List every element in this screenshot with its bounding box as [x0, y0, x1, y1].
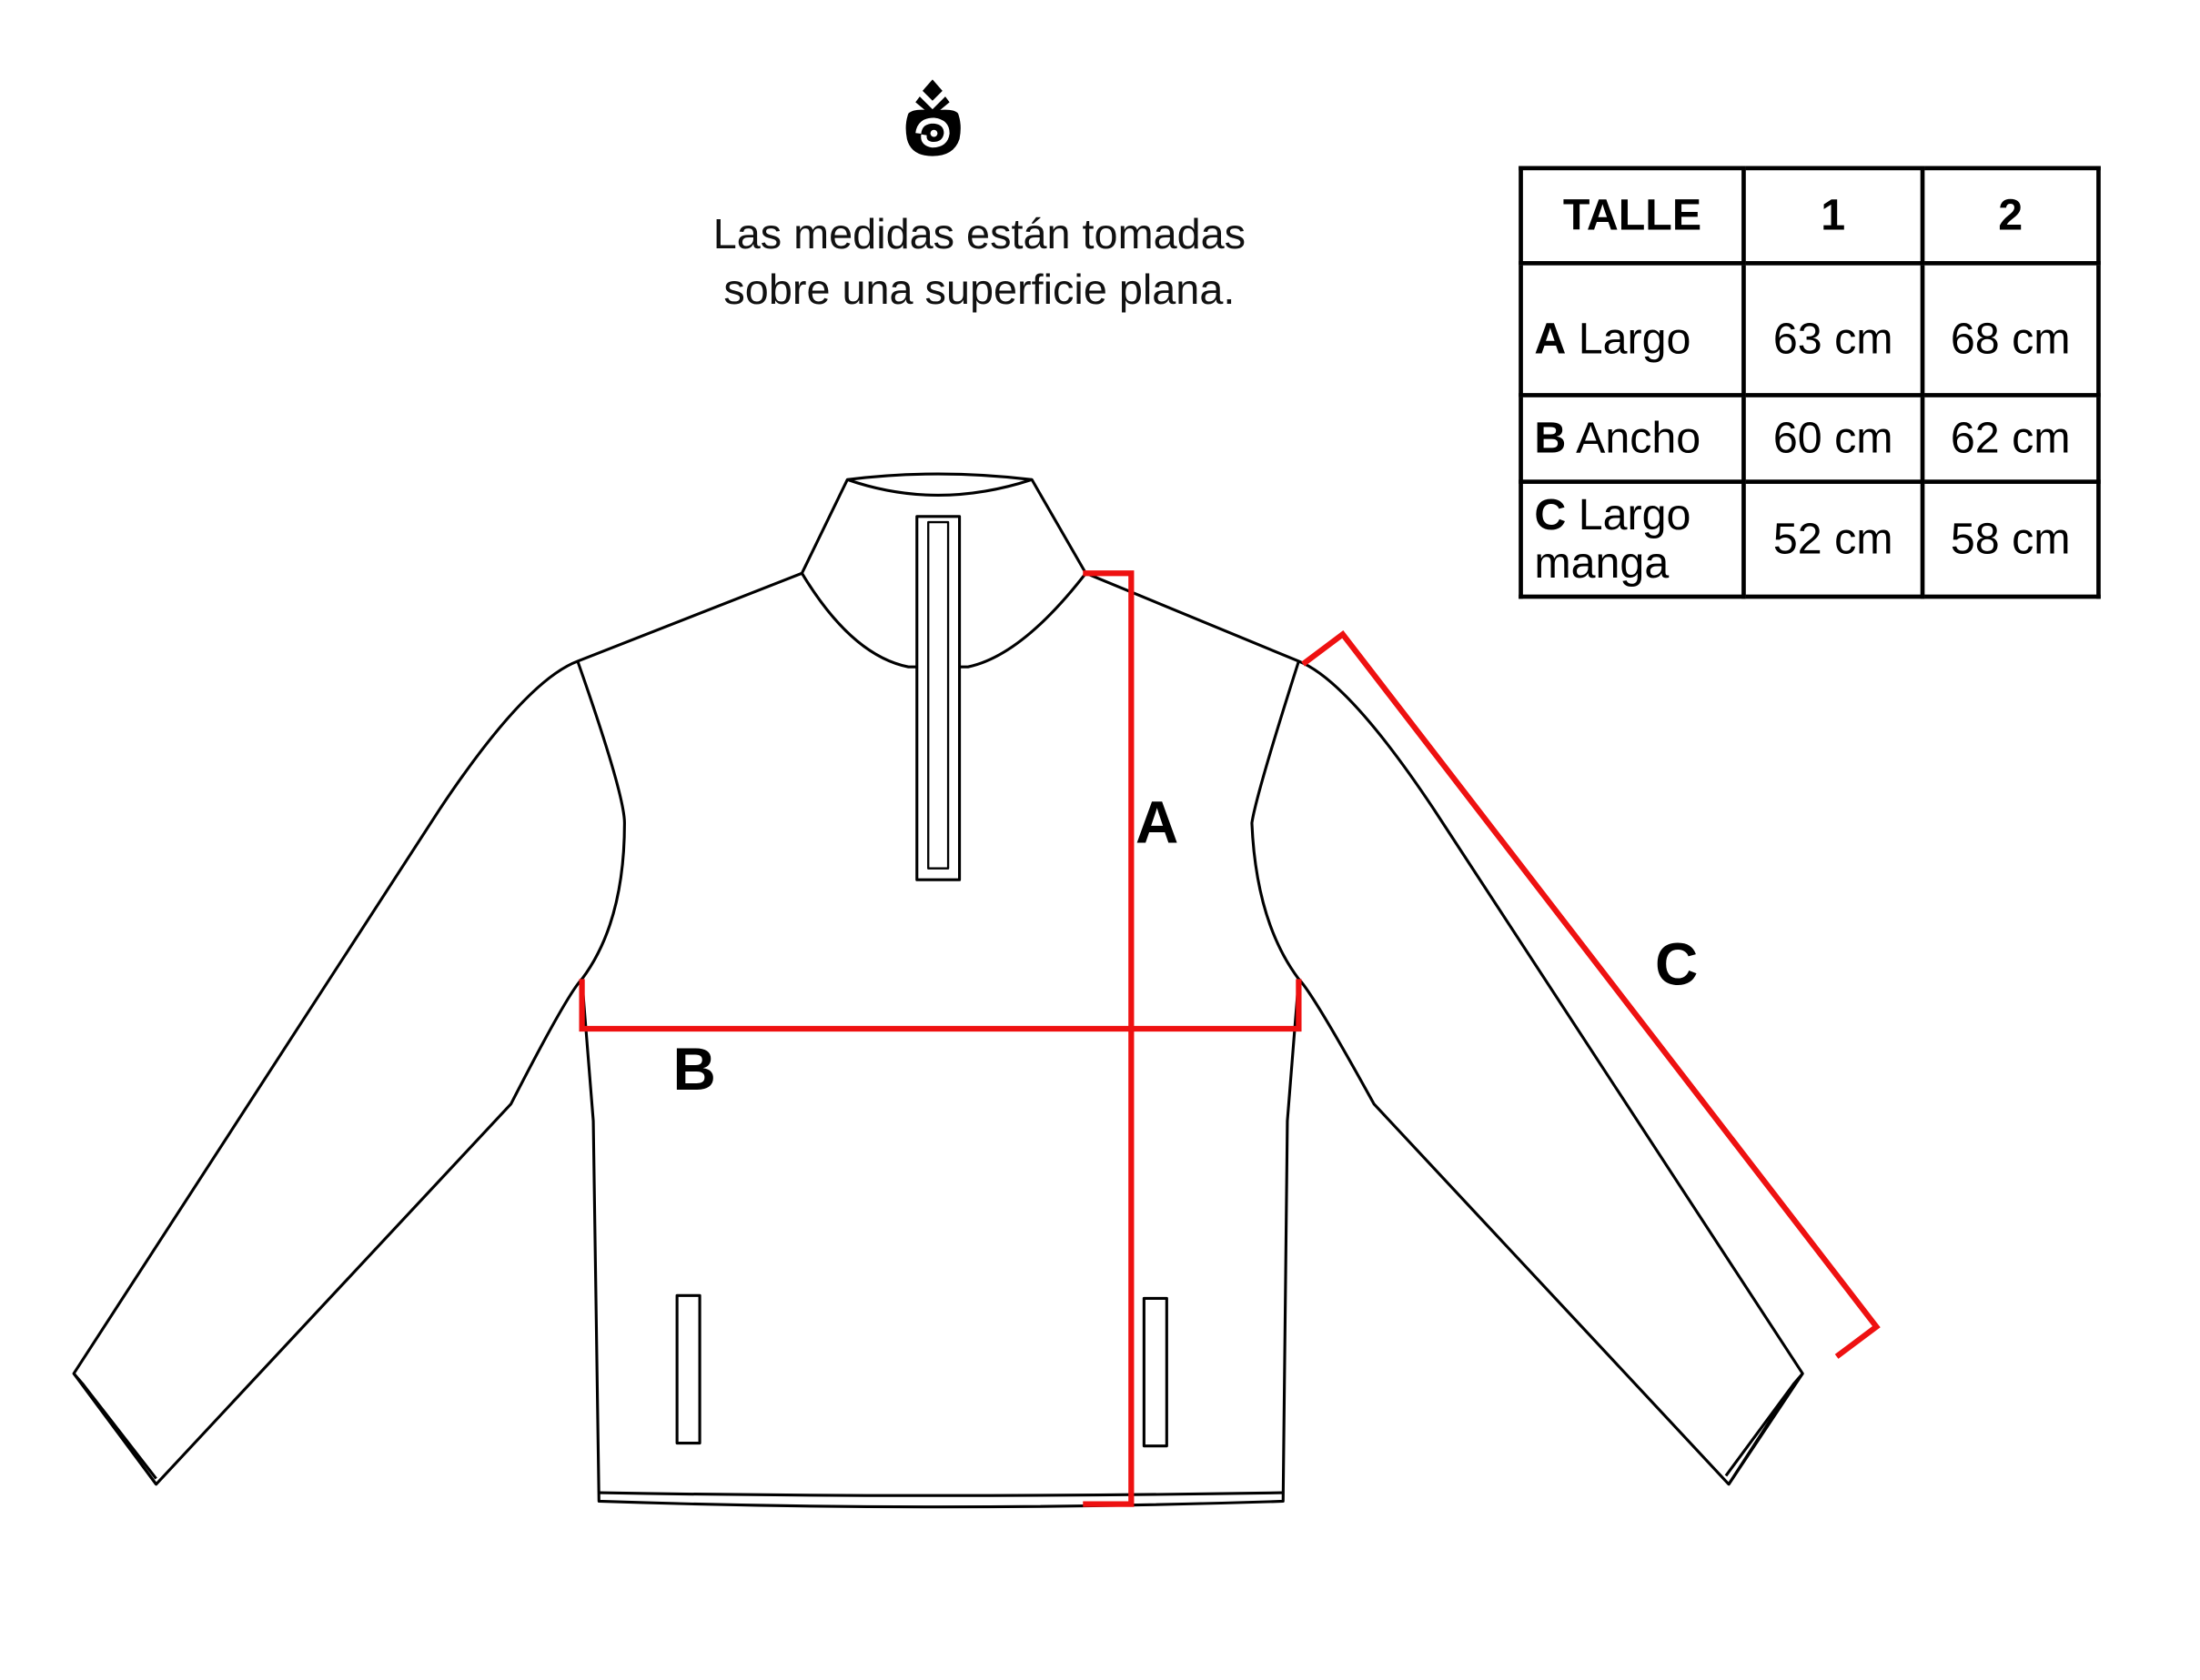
size-1-value: 52 cm	[1741, 479, 1925, 599]
note-line-1: Las medidas están tomadas	[712, 211, 1246, 258]
row-letter: A	[1534, 313, 1567, 364]
size-1-value: 63 cm	[1741, 261, 1925, 397]
jacket-outline	[72, 472, 1804, 1509]
table-header-row: TALLE 1 2	[1519, 166, 2101, 266]
table-row: A Largo 63 cm 68 cm	[1519, 261, 2101, 397]
brand-logo-icon	[905, 79, 961, 156]
measurement-note: Las medidas están tomadas sobre una supe…	[624, 207, 1334, 318]
header-size-2: 2	[1920, 166, 2101, 266]
note-line-2: sobre una superficie plana.	[723, 267, 1236, 314]
header-size-1: 1	[1741, 166, 1925, 266]
row-name: Largo	[1578, 313, 1691, 364]
table-row: C Largo manga 52 cm 58 cm	[1519, 479, 2101, 599]
size-2-value: 68 cm	[1920, 261, 2101, 397]
size-table: TALLE 1 2 A Largo 63 cm 68 cm B Ancho 60…	[1519, 166, 2101, 599]
row-label: B Ancho	[1519, 393, 1746, 484]
label-b: B	[672, 1035, 716, 1103]
measure-b-line	[579, 979, 1302, 1032]
measure-a-line	[1083, 570, 1135, 1507]
header-talle: TALLE	[1519, 166, 1746, 266]
measure-c-line	[1301, 629, 1881, 1359]
row-name: Ancho	[1576, 412, 1701, 463]
label-a: A	[1135, 789, 1179, 856]
size-1-value: 60 cm	[1741, 393, 1925, 484]
row-letter: C	[1534, 489, 1567, 539]
table-row: B Ancho 60 cm 62 cm	[1519, 393, 2101, 484]
row-name: Largo manga	[1534, 489, 1691, 588]
row-letter: B	[1534, 412, 1567, 463]
size-2-value: 58 cm	[1920, 479, 2101, 599]
measurement-lines	[579, 570, 1881, 1507]
size-2-value: 62 cm	[1920, 393, 2101, 484]
row-label: C Largo manga	[1519, 479, 1746, 599]
row-label: A Largo	[1519, 261, 1746, 397]
label-c: C	[1654, 931, 1699, 998]
